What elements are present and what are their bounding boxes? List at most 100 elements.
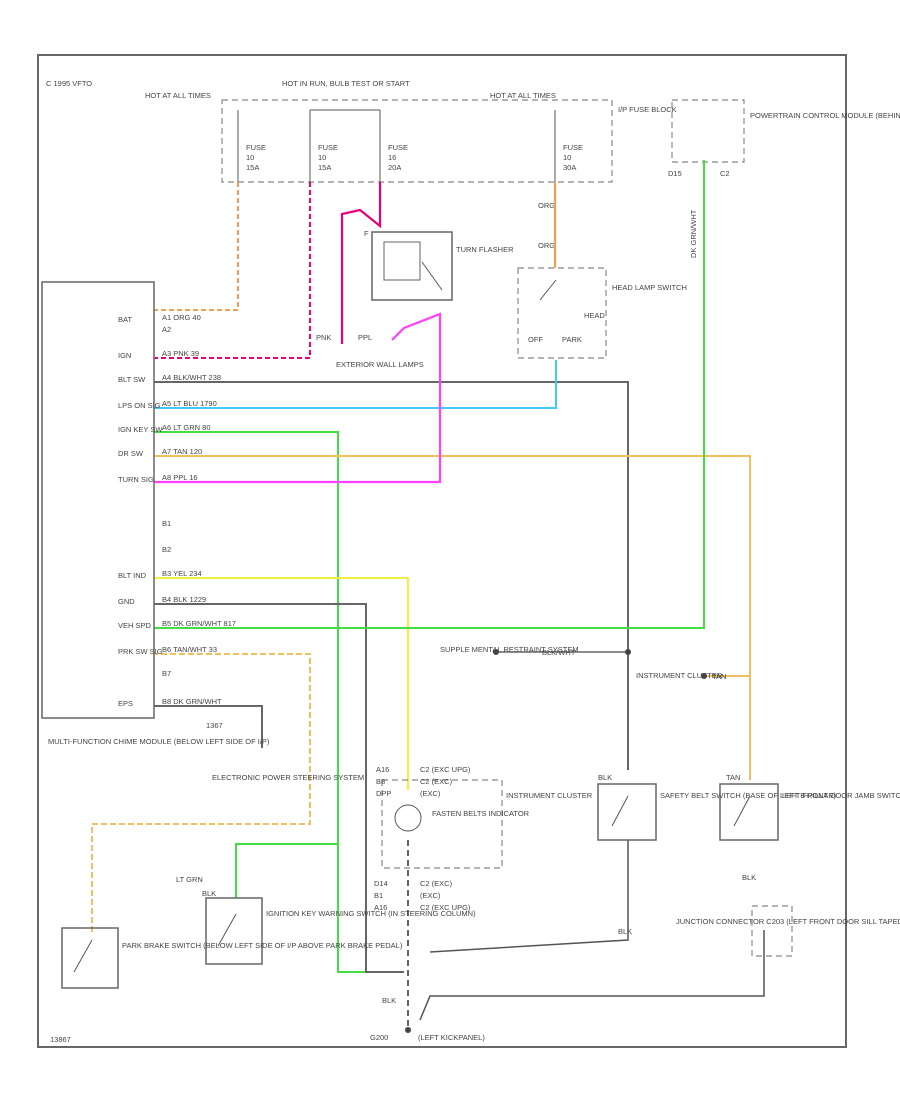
- hot-at-all-times-right: HOT AT ALL TIMES: [490, 91, 556, 100]
- fasten-belts-label: FASTEN BELTS INDICATOR: [432, 809, 530, 818]
- fuse-2: FUSE 10 15A: [318, 143, 338, 172]
- svg-text:HEAD: HEAD: [584, 311, 605, 320]
- module-pin-label: IGN KEY SW: [118, 425, 163, 434]
- ignition-key-switch: IGNITION KEY WARNING SWITCH (IN STEERING…: [176, 875, 476, 965]
- ic-top-pin: B8: [376, 777, 385, 786]
- module-wire-label: B7: [162, 669, 171, 678]
- instrument-cluster-ref: INSTRUMENT CLUSTER: [636, 671, 723, 680]
- module-wire-label: A3 PNK 39: [162, 349, 199, 358]
- module-wire-label: B4 BLK 1229: [162, 595, 206, 604]
- instrument-cluster-name: INSTRUMENT CLUSTER: [506, 791, 593, 800]
- corner-label: C 1995 VFTO: [46, 79, 92, 88]
- turn-flasher: TURN FLASHER F PPL: [358, 229, 514, 342]
- module-pin-label: BLT SW: [118, 375, 146, 384]
- fuse-1: FUSE 10 15A: [246, 143, 266, 172]
- ic-bottom-pin: B1: [374, 891, 383, 900]
- svg-text:FUSE: FUSE: [318, 143, 338, 152]
- svg-text:15A: 15A: [318, 163, 331, 172]
- module-pin-label: PRK SW SIG: [118, 647, 163, 656]
- svg-text:LT GRN: LT GRN: [176, 875, 203, 884]
- module-wire-label: B2: [162, 545, 171, 554]
- chime-module: MULTI-FUNCTION CHIME MODULE (BELOW LEFT …: [41, 281, 270, 746]
- svg-text:(LEFT KICKPANEL): (LEFT KICKPANEL): [418, 1033, 485, 1042]
- svg-text:16: 16: [388, 153, 396, 162]
- wire-label-dkgrnwht: DK GRN/WHT: [689, 209, 698, 258]
- module-wire-label: A2: [162, 325, 171, 334]
- ignition-switch-name: IGNITION KEY WARNING SWITCH (IN STEERING…: [266, 909, 476, 918]
- module-wire-label: B3 YEL 234: [162, 569, 202, 578]
- fuse-block: HOT AT ALL TIMES HOT IN RUN, BULB TEST O…: [145, 79, 677, 183]
- hot-in-run-label: HOT IN RUN, BULB TEST OR START: [282, 79, 410, 88]
- module-pin-label: VEH SPD: [118, 621, 152, 630]
- module-wire-label: B6 TAN/WHT 33: [162, 645, 217, 654]
- junction-connector: JUNCTION CONNECTOR C203 (LEFT FRONT DOOR…: [676, 905, 900, 957]
- headlamp-name: HEAD LAMP SWITCH: [612, 283, 687, 292]
- svg-text:10: 10: [246, 153, 254, 162]
- svg-text:BLK: BLK: [202, 889, 216, 898]
- module-pin-label: TURN SIG: [118, 475, 154, 484]
- svg-text:10: 10: [563, 153, 571, 162]
- park-brake-switch: PARK BRAKE SWITCH (BELOW LEFT SIDE OF I/…: [61, 927, 403, 989]
- svg-text:D15: D15: [668, 169, 682, 178]
- svg-text:BLK: BLK: [598, 773, 612, 782]
- door-jamb-switch: LEFT FRONT DOOR JAMB SWITCH TAN BLK: [719, 773, 900, 882]
- junction-connector-name: JUNCTION CONNECTOR C203 (LEFT FRONT DOOR…: [676, 917, 900, 926]
- wire-label-org1: ORG: [538, 201, 555, 210]
- wire-label-org2: ORG: [538, 241, 555, 250]
- ic-bottom-label: (EXC): [420, 891, 441, 900]
- fuse-block-name: I/P FUSE BLOCK: [618, 105, 677, 114]
- svg-text:F: F: [364, 229, 369, 238]
- exterior-lamps-label: EXTERIOR WALL LAMPS: [336, 360, 424, 369]
- module-wire-label: B8 DK GRN/WHT: [162, 697, 222, 706]
- headlamp-switch: HEAD LAMP SWITCH OFF PARK HEAD: [517, 267, 687, 359]
- ground-g200: G200 (LEFT KICKPANEL) BLK: [370, 996, 485, 1042]
- svg-text:TAN: TAN: [726, 773, 740, 782]
- eps-system-label: ELECTRONIC POWER STEERING SYSTEM: [212, 773, 364, 782]
- wire-label-pnk: PNK: [316, 333, 331, 342]
- svg-text:PARK: PARK: [562, 335, 582, 344]
- instrument-cluster: INSTRUMENT CLUSTER FASTEN BELTS INDICATO…: [381, 779, 593, 869]
- ic-top-label: C2 (EXC UPG): [420, 765, 471, 774]
- module-pin-label: BAT: [118, 315, 132, 324]
- diagram-frame: [37, 54, 847, 1048]
- ic-top-pin: DPP: [376, 789, 391, 798]
- svg-text:20A: 20A: [388, 163, 401, 172]
- module-connector-label: 1367: [206, 721, 223, 730]
- module-pin-label: LPS ON SIG: [118, 401, 161, 410]
- svg-text:G200: G200: [370, 1033, 388, 1042]
- chime-module-name: MULTI-FUNCTION CHIME MODULE (BELOW LEFT …: [48, 737, 270, 746]
- svg-text:BLK: BLK: [618, 927, 632, 936]
- ic-bottom-pin: A16: [374, 903, 387, 912]
- svg-text:10: 10: [318, 153, 326, 162]
- ic-bottom-pin: D14: [374, 879, 388, 888]
- svg-text:OFF: OFF: [528, 335, 543, 344]
- tan-wire-label: TAN: [712, 672, 726, 681]
- module-wire-label: A1 ORG 40: [162, 313, 201, 322]
- svg-text:C2: C2: [720, 169, 730, 178]
- svg-text:PPL: PPL: [358, 333, 372, 342]
- module-wire-label: A6 LT GRN 80: [162, 423, 211, 432]
- module-wire-label: A8 PPL 16: [162, 473, 198, 482]
- bottom-left-code: 13867: [50, 1035, 71, 1044]
- module-pin-label: BLT IND: [118, 571, 147, 580]
- module-wire-label: A7 TAN 120: [162, 447, 202, 456]
- module-pin-label: GND: [118, 597, 135, 606]
- door-switch-name: LEFT FRONT DOOR JAMB SWITCH: [782, 791, 900, 800]
- safety-belt-switch-name: SAFETY BELT SWITCH (BASE OF LEFT B-PILLA…: [660, 791, 837, 800]
- module-wire-label: B1: [162, 519, 171, 528]
- wires: [91, 160, 765, 1030]
- module-wire-label: B5 DK GRN/WHT 817: [162, 619, 236, 628]
- svg-text:FUSE: FUSE: [388, 143, 408, 152]
- sir-wire-label: BLK/WHT: [542, 648, 576, 657]
- svg-text:30A: 30A: [563, 163, 576, 172]
- module-wire-label: A5 LT BLU 1790: [162, 399, 217, 408]
- svg-text:FUSE: FUSE: [563, 143, 583, 152]
- hot-at-all-times-left: HOT AT ALL TIMES: [145, 91, 211, 100]
- turn-flasher-name: TURN FLASHER: [456, 245, 514, 254]
- svg-text:BLK: BLK: [382, 996, 396, 1005]
